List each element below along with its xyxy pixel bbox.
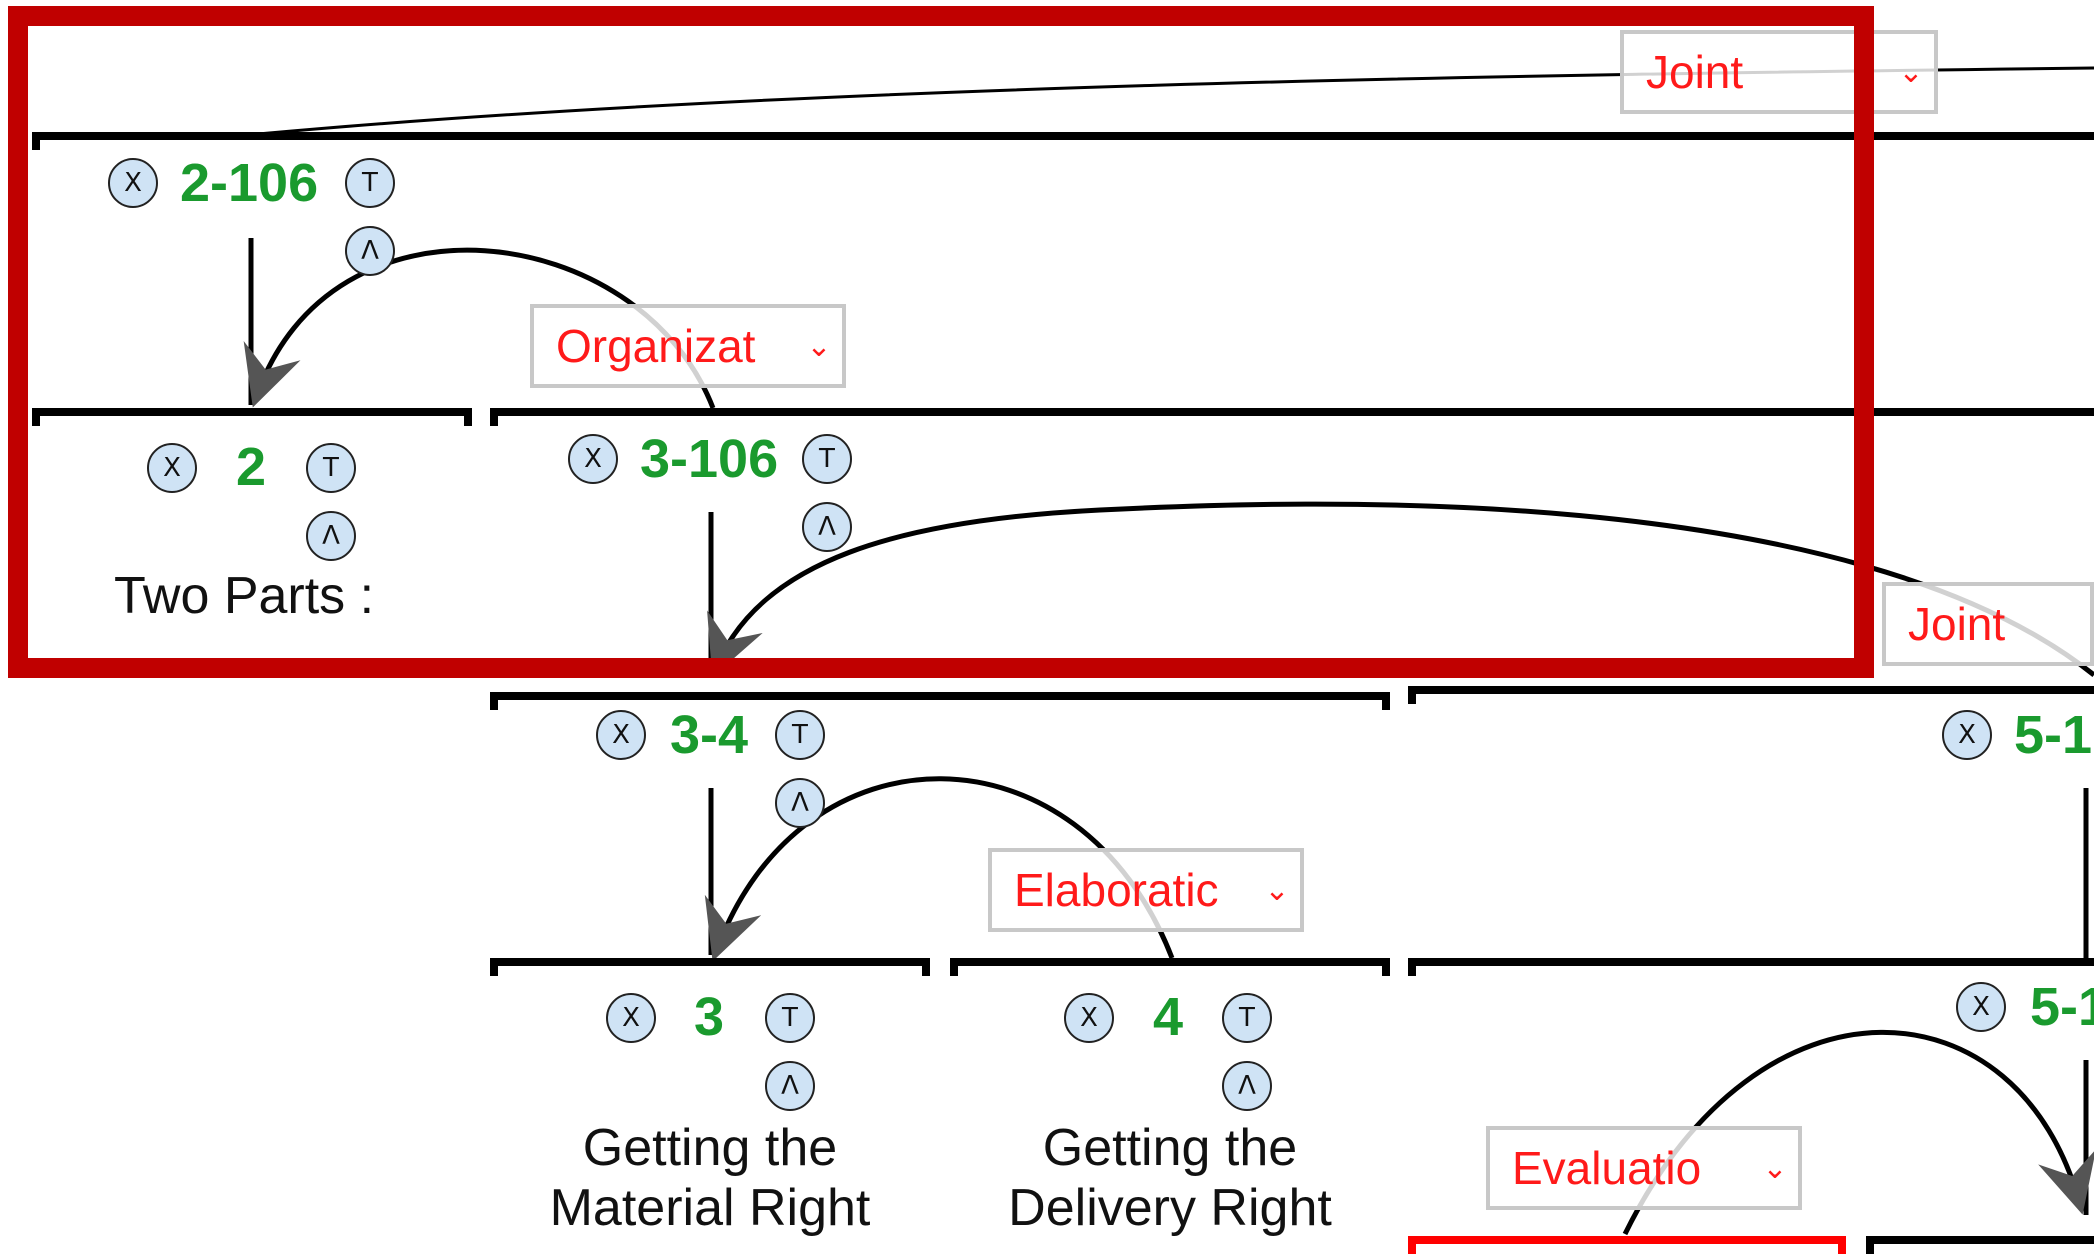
relation-label: Joint xyxy=(1908,598,2006,650)
span-bar-5-b xyxy=(1408,958,2094,976)
text-node-button[interactable]: T xyxy=(1222,993,1272,1043)
span-bar-red-highlight xyxy=(1408,1236,1846,1254)
delete-node-button[interactable]: X xyxy=(568,434,618,484)
relation-dropdown-organization[interactable]: Organizat ⌄ xyxy=(530,304,846,388)
node-id-3-106: 3-106 xyxy=(640,429,779,489)
segment-text-3: Getting the Material Right xyxy=(540,1118,880,1239)
delete-node-button[interactable]: X xyxy=(1942,710,1992,760)
delete-node-button[interactable]: X xyxy=(1064,993,1114,1043)
span-bar-2-106 xyxy=(32,132,2094,150)
relation-label: Elaboratic xyxy=(1014,864,1219,916)
node-id-4: 4 xyxy=(1153,987,1184,1047)
span-bar-5-a xyxy=(1408,686,2094,704)
text-node-button[interactable]: T xyxy=(802,434,852,484)
up-node-button[interactable]: Λ xyxy=(306,511,356,561)
joint-right-arc xyxy=(707,501,2094,678)
relation-dropdown-elaboration[interactable]: Elaboratic ⌄ xyxy=(988,848,1304,932)
chevron-down-icon: ⌄ xyxy=(1898,55,1924,89)
node-id-5-a: 5-1 xyxy=(2014,705,2093,765)
delete-node-button[interactable]: X xyxy=(606,993,656,1043)
relation-label: Evaluatio xyxy=(1512,1142,1702,1194)
span-bar-5-c xyxy=(1866,1236,2094,1254)
chevron-down-icon: ⌄ xyxy=(1762,1151,1788,1185)
span-bar-3-106 xyxy=(490,408,2094,426)
span-bar-3 xyxy=(490,958,930,976)
node-id-2-106: 2-106 xyxy=(180,153,319,213)
text-node-button[interactable]: T xyxy=(345,158,395,208)
node-id-5-b: 5-1 xyxy=(2030,977,2094,1037)
node-id-3-4: 3-4 xyxy=(670,705,749,765)
segment-text-2: Two Parts : xyxy=(114,567,375,625)
text-node-button[interactable]: T xyxy=(775,710,825,760)
delete-node-button[interactable]: X xyxy=(1956,982,2006,1032)
delete-node-button[interactable]: X xyxy=(596,710,646,760)
segment-text-3-line2: Material Right xyxy=(549,1179,871,1238)
up-node-button[interactable]: Λ xyxy=(1222,1061,1272,1111)
relation-label: Organizat xyxy=(556,320,756,372)
segment-text-4: Getting the Delivery Right xyxy=(990,1118,1350,1239)
text-node-button[interactable]: T xyxy=(306,443,356,493)
text-node-button[interactable]: T xyxy=(765,993,815,1043)
segment-text-4-line1: Getting the xyxy=(1042,1119,1298,1177)
relation-dropdown-evaluation[interactable]: Evaluatio ⌄ xyxy=(1486,1126,1802,1210)
up-node-button[interactable]: Λ xyxy=(775,778,825,828)
up-node-button[interactable]: Λ xyxy=(765,1061,815,1111)
chevron-down-icon: ⌄ xyxy=(1264,873,1290,907)
delete-node-button[interactable]: X xyxy=(108,158,158,208)
up-node-button[interactable]: Λ xyxy=(345,226,395,276)
relation-label: Joint xyxy=(1646,46,1744,98)
node-id-2: 2 xyxy=(236,437,267,497)
span-bar-2 xyxy=(32,408,472,426)
span-bar-3-4 xyxy=(490,692,1390,710)
segment-text-3-line1: Getting the xyxy=(582,1119,838,1177)
chevron-down-icon: ⌄ xyxy=(806,329,832,363)
relation-dropdown-joint-top[interactable]: Joint ⌄ xyxy=(1620,30,1938,114)
span-bar-4 xyxy=(950,958,1390,976)
relation-dropdown-joint-right[interactable]: Joint xyxy=(1882,582,2094,666)
node-id-3: 3 xyxy=(694,987,725,1047)
delete-node-button[interactable]: X xyxy=(147,443,197,493)
up-node-button[interactable]: Λ xyxy=(802,502,852,552)
segment-text-4-line2: Delivery Right xyxy=(1008,1179,1332,1238)
